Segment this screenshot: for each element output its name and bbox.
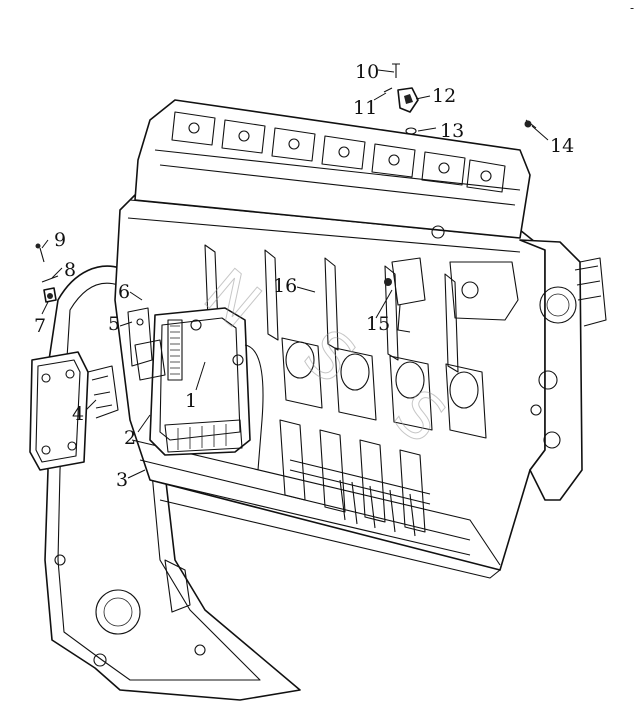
callout-9: 9 (54, 229, 66, 251)
callout-2: 2 (124, 427, 136, 449)
leader-lines (41, 69, 549, 479)
sensor-item-15 (384, 257, 426, 333)
callout-1: 1 (185, 390, 197, 412)
callout-13: 13 (440, 120, 464, 142)
callout-16: 16 (273, 275, 297, 297)
gear-housing (449, 239, 607, 501)
loose-parts (35, 63, 537, 303)
cylinder-head (134, 99, 531, 239)
callout-12: 12 (432, 85, 456, 107)
callout-5: 5 (108, 313, 120, 335)
callout-4: 4 (72, 403, 84, 425)
callout-6: 6 (118, 281, 130, 303)
callout-3: 3 (116, 469, 128, 491)
crankcase-openings (281, 337, 487, 439)
callout-14: 14 (550, 135, 574, 157)
callout-10: 10 (355, 61, 379, 83)
callout-11: 11 (353, 97, 377, 119)
crank-webs (279, 419, 431, 537)
callout-15: 15 (366, 313, 390, 335)
callout-8: 8 (64, 259, 76, 281)
corner-mark: - (630, 1, 634, 15)
ecu-module (149, 307, 264, 471)
mounting-bracket (29, 351, 119, 471)
callout-7: 7 (34, 315, 46, 337)
sensor-bracket (127, 307, 166, 381)
